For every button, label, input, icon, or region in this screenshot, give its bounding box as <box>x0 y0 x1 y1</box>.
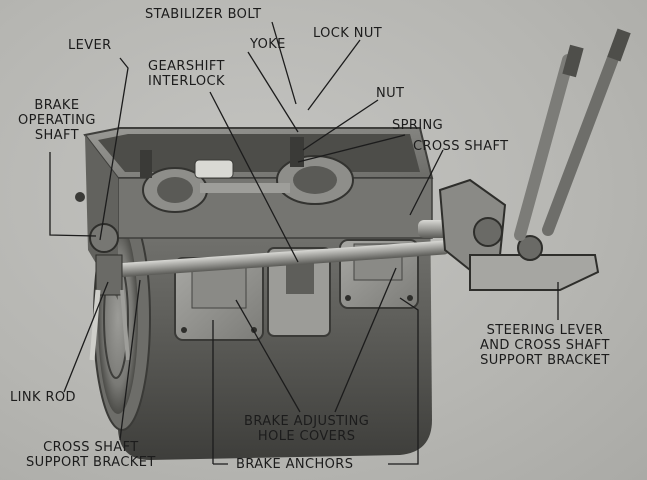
label-lock-nut: LOCK NUT <box>313 26 383 41</box>
leader-lines <box>49 21 559 465</box>
label-brake-anchors: BRAKE ANCHORS <box>236 457 354 472</box>
label-link-rod: LINK ROD <box>10 390 76 405</box>
label-gearshift-interlock: GEARSHIFT INTERLOCK <box>148 59 225 89</box>
gear-clusters <box>140 137 354 213</box>
label-steering-lever-bracket: STEERING LEVER AND CROSS SHAFT SUPPORT B… <box>480 323 610 368</box>
label-yoke: YOKE <box>250 37 286 52</box>
label-spring: SPRING <box>392 118 444 133</box>
label-brake-adjusting-hole-covers: BRAKE ADJUSTING HOLE COVERS <box>244 414 370 444</box>
label-cross-shaft: CROSS SHAFT <box>413 139 509 154</box>
steering-lever-bracket <box>438 28 631 291</box>
label-nut: NUT <box>376 86 405 101</box>
label-brake-operating-shaft: BRAKE OPERATING SHAFT <box>18 98 96 143</box>
label-lever: LEVER <box>68 38 112 53</box>
label-stabilizer-bolt: STABILIZER BOLT <box>145 7 262 22</box>
brake-linkage <box>75 192 130 361</box>
label-cross-shaft-support-bracket: CROSS SHAFT SUPPORT BRACKET <box>26 440 156 470</box>
